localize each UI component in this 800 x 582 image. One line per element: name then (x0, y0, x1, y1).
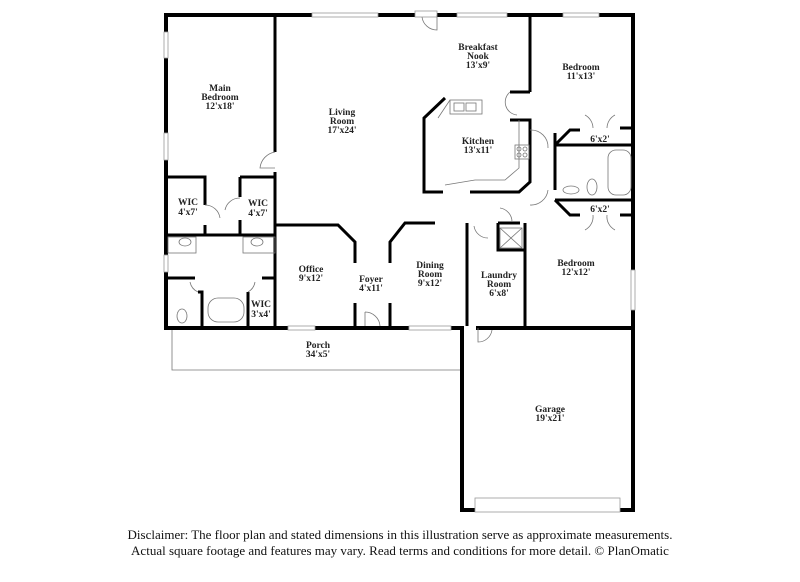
svg-text:19'x21': 19'x21' (535, 414, 564, 424)
porch-outline (171, 330, 462, 371)
svg-text:Bedroom: Bedroom (562, 63, 599, 73)
svg-text:Dining: Dining (416, 261, 444, 271)
svg-text:Bedroom: Bedroom (201, 93, 238, 103)
room-label-wic-2: WIC 4'x7' (248, 199, 268, 219)
svg-text:WIC: WIC (248, 199, 268, 209)
svg-text:4'x7': 4'x7' (248, 209, 268, 219)
svg-text:4'x11': 4'x11' (359, 284, 383, 294)
svg-text:Living: Living (329, 108, 356, 118)
svg-text:Kitchen: Kitchen (462, 137, 495, 147)
svg-text:12'x12': 12'x12' (561, 268, 590, 278)
svg-text:12'x18': 12'x18' (205, 102, 234, 112)
fixtures (167, 99, 632, 324)
svg-text:Bedroom: Bedroom (557, 259, 594, 269)
room-label-closet-a: 6'x2' (590, 135, 610, 145)
svg-text:WIC: WIC (251, 300, 271, 310)
svg-text:11'x13': 11'x13' (567, 72, 596, 82)
svg-text:Foyer: Foyer (359, 275, 384, 285)
room-label-foyer: Foyer 4'x11' (359, 275, 384, 294)
svg-text:Room: Room (418, 270, 442, 280)
room-label-closet-b: 6'x2' (590, 205, 610, 215)
svg-text:13'x11': 13'x11' (464, 146, 493, 156)
exterior-walls (164, 13, 635, 512)
svg-text:Main: Main (209, 84, 231, 94)
doors (189, 15, 616, 343)
svg-text:Room: Room (487, 280, 511, 290)
svg-text:3'x4': 3'x4' (251, 310, 271, 320)
room-label-bedroom-se: Bedroom 12'x12' (557, 259, 594, 278)
windows (163, 10, 636, 513)
svg-text:Garage: Garage (535, 405, 565, 415)
room-label-wic-1: WIC 4'x7' (178, 198, 198, 218)
svg-text:13'x9': 13'x9' (466, 61, 490, 71)
room-label-kitchen: Kitchen 13'x11' (462, 137, 495, 156)
disclaimer-line-1: Disclaimer: The floor plan and stated di… (127, 527, 673, 542)
svg-text:WIC: WIC (178, 198, 198, 208)
room-label-porch: Porch 34'x5' (306, 341, 331, 360)
svg-text:9'x12': 9'x12' (418, 279, 442, 289)
room-label-wic-3: WIC 3'x4' (251, 300, 271, 320)
interior-walls (168, 17, 633, 326)
room-label-bedroom-ne: Bedroom 11'x13' (562, 63, 599, 82)
svg-text:Room: Room (330, 117, 354, 127)
svg-text:34'x5': 34'x5' (306, 350, 330, 360)
room-label-main-bedroom: Main Bedroom 12'x18' (201, 84, 238, 112)
svg-text:9'x12': 9'x12' (299, 274, 323, 284)
room-label-office: Office 9'x12' (299, 265, 324, 284)
disclaimer-line-2: Actual square footage and features may v… (131, 543, 669, 558)
svg-text:4'x7': 4'x7' (178, 208, 198, 218)
room-label-breakfast-nook: Breakfast Nook 13'x9' (458, 43, 498, 71)
svg-text:Porch: Porch (306, 341, 331, 351)
room-label-laundry-room: Laundry Room 6'x8' (481, 271, 517, 299)
svg-text:Breakfast: Breakfast (458, 43, 498, 53)
room-label-garage: Garage 19'x21' (535, 405, 565, 424)
room-label-living-room: Living Room 17'x24' (327, 108, 356, 136)
svg-text:Office: Office (299, 265, 324, 275)
svg-text:Laundry: Laundry (481, 271, 517, 281)
svg-text:6'x8': 6'x8' (489, 289, 509, 299)
svg-text:Nook: Nook (467, 52, 489, 62)
room-label-dining-room: Dining Room 9'x12' (416, 261, 444, 289)
svg-text:17'x24': 17'x24' (327, 126, 356, 136)
